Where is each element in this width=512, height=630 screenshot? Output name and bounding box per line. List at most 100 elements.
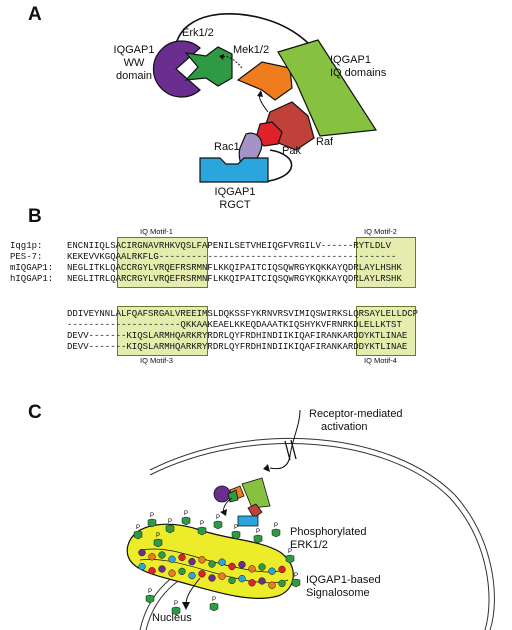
motif-title-3: IQ Motif-3 — [140, 356, 173, 365]
signalosome-complex — [268, 567, 276, 575]
signalosome-complex — [158, 551, 166, 559]
sequence-residues: NEGLITRLQARCRGYLVRQEFRSRMNFLKKQIPAITCIQS… — [67, 274, 402, 284]
alignment-row-continued: DEVV-------KIQSLARMHQARKRYRDRLQYFRDHINDI… — [67, 331, 408, 341]
signalosome-complex — [138, 562, 146, 571]
phospho-erk-marker: P — [291, 573, 301, 588]
phospho-erk-marker: P — [253, 529, 263, 544]
raf-label: Raf — [316, 136, 334, 148]
alignment-row: mIQGAP1:NEGLITKLQACCRGYLVRQEFRSRMNFLKKQI… — [10, 263, 402, 274]
motif-box-2 — [356, 237, 416, 288]
sequence-name: PES-7: — [10, 252, 43, 262]
signalosome-complex — [178, 553, 186, 562]
svg-text:P: P — [256, 529, 260, 535]
phospho-erk-marker: P — [165, 519, 175, 534]
svg-text:P: P — [156, 533, 160, 539]
iqgap1-backbone-lower — [261, 149, 293, 183]
svg-text:P: P — [288, 549, 292, 555]
signalosome-complex — [258, 577, 266, 585]
motif-box-1 — [117, 237, 208, 288]
sequence-residues: ENCNIIQLSACIRGNAVRHKVQSLFAPENILSETVHEIQG… — [67, 241, 392, 251]
signalosome-complex — [218, 572, 226, 580]
svg-text:P: P — [294, 573, 298, 579]
sequence-name: Iqg1p: — [10, 241, 43, 251]
pak-label: Pak — [282, 145, 301, 157]
signalosome-complex — [188, 571, 196, 580]
signalosome-complex — [238, 560, 246, 569]
motif-title-1: IQ Motif-1 — [140, 227, 173, 236]
signalosome-complex — [148, 567, 156, 575]
alignment-row-continued: DEVV-------KIQSLARMHQARKRYRDRLQYFRDHINDI… — [67, 342, 408, 352]
phospho-erk-marker: P — [209, 597, 219, 612]
phospho-erk-marker: P — [285, 549, 295, 564]
svg-text:P: P — [136, 525, 140, 531]
signalosome-complex — [218, 558, 226, 566]
nucleus-arrow — [185, 577, 201, 605]
signalosome-complex — [208, 560, 216, 568]
signalosome-complex — [228, 562, 236, 571]
signalosome-complex — [248, 565, 256, 573]
svg-text:P: P — [274, 523, 278, 529]
motif-box-4 — [356, 306, 416, 356]
svg-text:P: P — [174, 601, 178, 607]
svg-text:P: P — [200, 521, 204, 527]
sequence-residues: NEGLITKLQACCRGYLVRQEFRSRMNFLKKQIPAITCIQS… — [67, 263, 402, 273]
svg-text:P: P — [184, 511, 188, 517]
signalosome-complex — [278, 579, 286, 588]
panel-c-letter: C — [28, 402, 42, 423]
motif-box-3 — [117, 306, 208, 356]
sequence-residues: KEKEVVKGQAALRKFLG-----------------------… — [67, 252, 397, 262]
phospho-erk-marker: P — [145, 589, 155, 604]
alignment-row: hIQGAP1:NEGLITRLQARCRGYLVRQEFRSRMNFLKKQI… — [10, 274, 402, 285]
alignment-row-continued: DDIVEYNNLALFQAFSRGALVREEIMSLDQKSSFYKRNVR… — [67, 309, 419, 319]
svg-text:P: P — [212, 597, 216, 603]
svg-text:P: P — [216, 515, 220, 521]
svg-text:P: P — [148, 589, 152, 595]
signalosome-complex — [238, 574, 246, 583]
signalosome-complex — [198, 570, 206, 578]
alignment-row-continued: ---------------------QKKAAKEAELKKEQDAAAT… — [67, 320, 402, 330]
signalosome-complex — [188, 557, 196, 566]
erk-label: Erk1/2 — [182, 27, 214, 39]
rgct-shape — [199, 157, 269, 183]
nucleus-label: Nucleus — [152, 612, 192, 624]
phospho-erk-marker: P — [147, 513, 157, 528]
cell-membrane-outer — [149, 437, 495, 630]
phospho-erk-marker: P — [213, 515, 223, 530]
signalosome-complex — [268, 581, 276, 589]
signalosome-complex — [178, 567, 186, 576]
svg-text:P: P — [150, 513, 154, 519]
panel-a-letter: A — [28, 4, 42, 25]
phospho-erk-marker: P — [231, 525, 241, 540]
rac-label: Rac1 — [214, 141, 240, 153]
signalosome-complex — [198, 556, 206, 564]
motif-title-4: IQ Motif-4 — [364, 356, 397, 365]
phospho-erk-marker: P — [153, 533, 163, 548]
signalosome-complex — [228, 576, 236, 585]
phospho-erk-marker: P — [271, 523, 281, 538]
motif-title-2: IQ Motif-2 — [364, 227, 397, 236]
phospho-erk-marker: P — [197, 521, 207, 536]
signalosome-complexes — [138, 548, 286, 589]
signalosome-complex — [168, 569, 176, 577]
signalosome-complex — [138, 548, 146, 557]
alignment-row: Iqg1p: ENCNIIQLSACIRGNAVRHKVQSLFAPENILSET… — [10, 241, 391, 252]
signalosome-complex — [248, 579, 256, 587]
mek-shape — [236, 61, 293, 101]
signalosome-complex — [278, 565, 286, 574]
phospho-erk-marker: P — [171, 601, 181, 616]
phospho-erk-marker: P — [133, 525, 143, 540]
signalosome-complex — [168, 555, 176, 563]
panel-b-letter: B — [28, 206, 42, 227]
receptor-arrow-line — [269, 409, 301, 470]
signalosome-complex — [148, 553, 156, 561]
phospho-erk-marker: P — [181, 511, 191, 526]
